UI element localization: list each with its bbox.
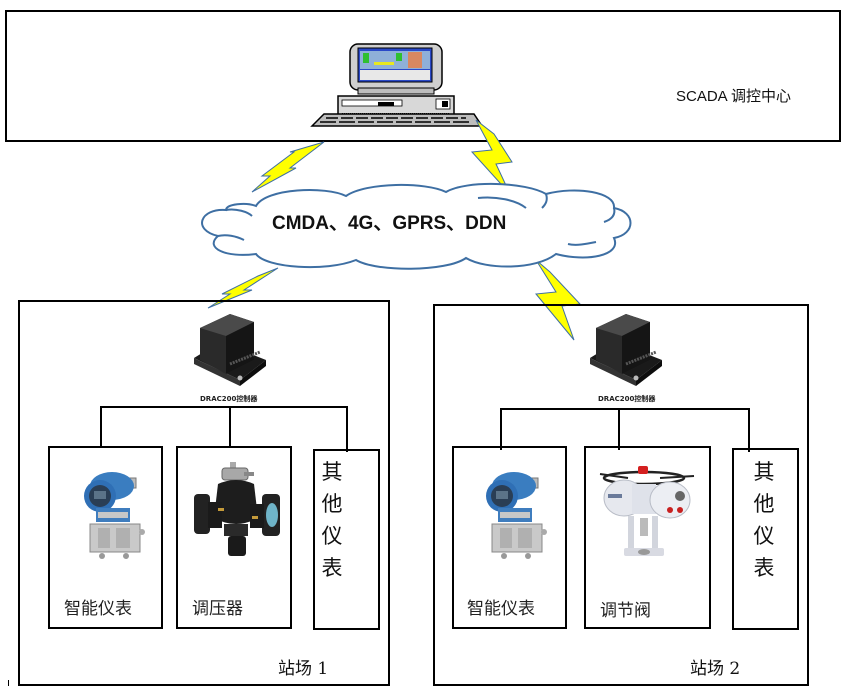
pressure-regulator-icon	[194, 462, 280, 556]
scada-center-label: SCADA 调控中心	[676, 88, 792, 105]
char: 他	[753, 492, 775, 516]
bus-drop	[618, 408, 620, 450]
lightning-bolt-icon	[470, 119, 513, 195]
char: 他	[321, 492, 343, 516]
electric-valve-actuator-icon	[599, 466, 695, 556]
lightning-bolt-icon	[251, 141, 325, 193]
station-label: 站场 1	[278, 659, 329, 679]
char: 表	[321, 556, 343, 580]
device-box-smart-meter	[48, 446, 163, 629]
device-box-other	[313, 449, 380, 630]
pressure-transmitter-icon	[486, 472, 547, 559]
device-label: 调压器	[192, 599, 243, 619]
controller-icon	[194, 314, 266, 386]
stray-mark	[8, 680, 9, 686]
char: 其	[321, 460, 343, 484]
controller-icon	[590, 314, 662, 386]
device-label: 智能仪表	[467, 599, 535, 619]
network-label: CMDA、4G、GPRS、DDN	[272, 213, 507, 234]
station-1-box	[18, 300, 390, 686]
bus-drop	[229, 406, 231, 448]
pressure-transmitter-icon	[84, 472, 145, 559]
controller-label: DRAC200控制器	[598, 395, 656, 403]
char: 表	[753, 556, 775, 580]
device-label: 调节阀	[600, 601, 651, 621]
other-meters-label: 其 他 仪 表	[752, 456, 776, 584]
scada-center-box	[5, 10, 841, 142]
char: 仪	[753, 524, 775, 548]
device-box-control-valve	[584, 446, 711, 629]
station-label: 站场 2	[690, 659, 741, 679]
computer-workstation-icon	[310, 43, 484, 127]
lightning-bolt-icon	[535, 259, 582, 341]
device-label: 智能仪表	[64, 599, 132, 619]
bus-drop	[748, 408, 750, 452]
bus-drop	[100, 406, 102, 448]
bus-line	[500, 408, 750, 410]
char: 仪	[321, 524, 343, 548]
bus-drop	[500, 408, 502, 450]
device-box-regulator	[176, 446, 292, 629]
bus-drop	[346, 406, 348, 452]
other-meters-label: 其 他 仪 表	[320, 456, 344, 584]
controller-label: DRAC200控制器	[200, 395, 258, 403]
device-box-other	[732, 448, 799, 630]
station-2-box	[433, 304, 809, 686]
device-box-smart-meter	[452, 446, 567, 629]
bus-line	[100, 406, 348, 408]
cloud-icon	[201, 182, 632, 270]
char: 其	[753, 460, 775, 484]
